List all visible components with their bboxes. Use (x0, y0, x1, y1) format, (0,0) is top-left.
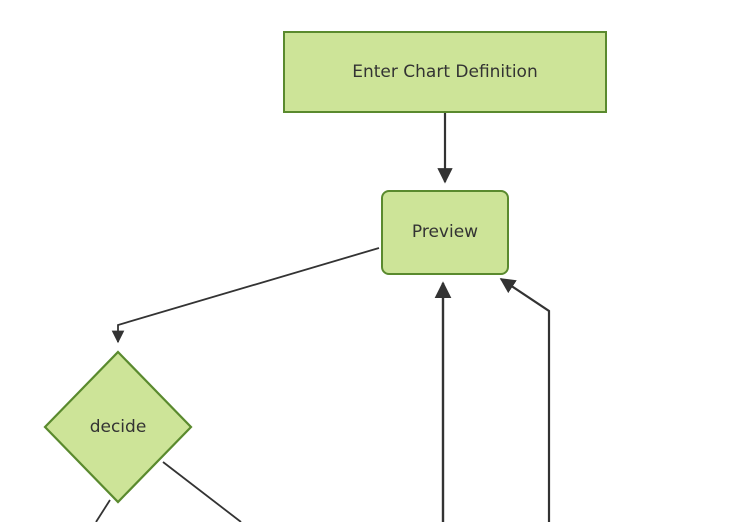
node-preview[interactable]: Preview (381, 190, 509, 275)
node-preview-label: Preview (411, 222, 479, 243)
node-enter-chart-definition-label: Enter Chart Definition (352, 61, 538, 82)
decide-diamond-shape (43, 350, 193, 504)
edge-into-preview-bottom-right (499, 278, 551, 522)
edge-decide-out-right (162, 461, 242, 522)
edge-decide-out-left (95, 499, 111, 522)
edge-preview-to-decide (111, 247, 380, 344)
node-decide[interactable]: decide (43, 350, 193, 504)
node-enter-chart-definition[interactable]: Enter Chart Definition (283, 31, 607, 113)
